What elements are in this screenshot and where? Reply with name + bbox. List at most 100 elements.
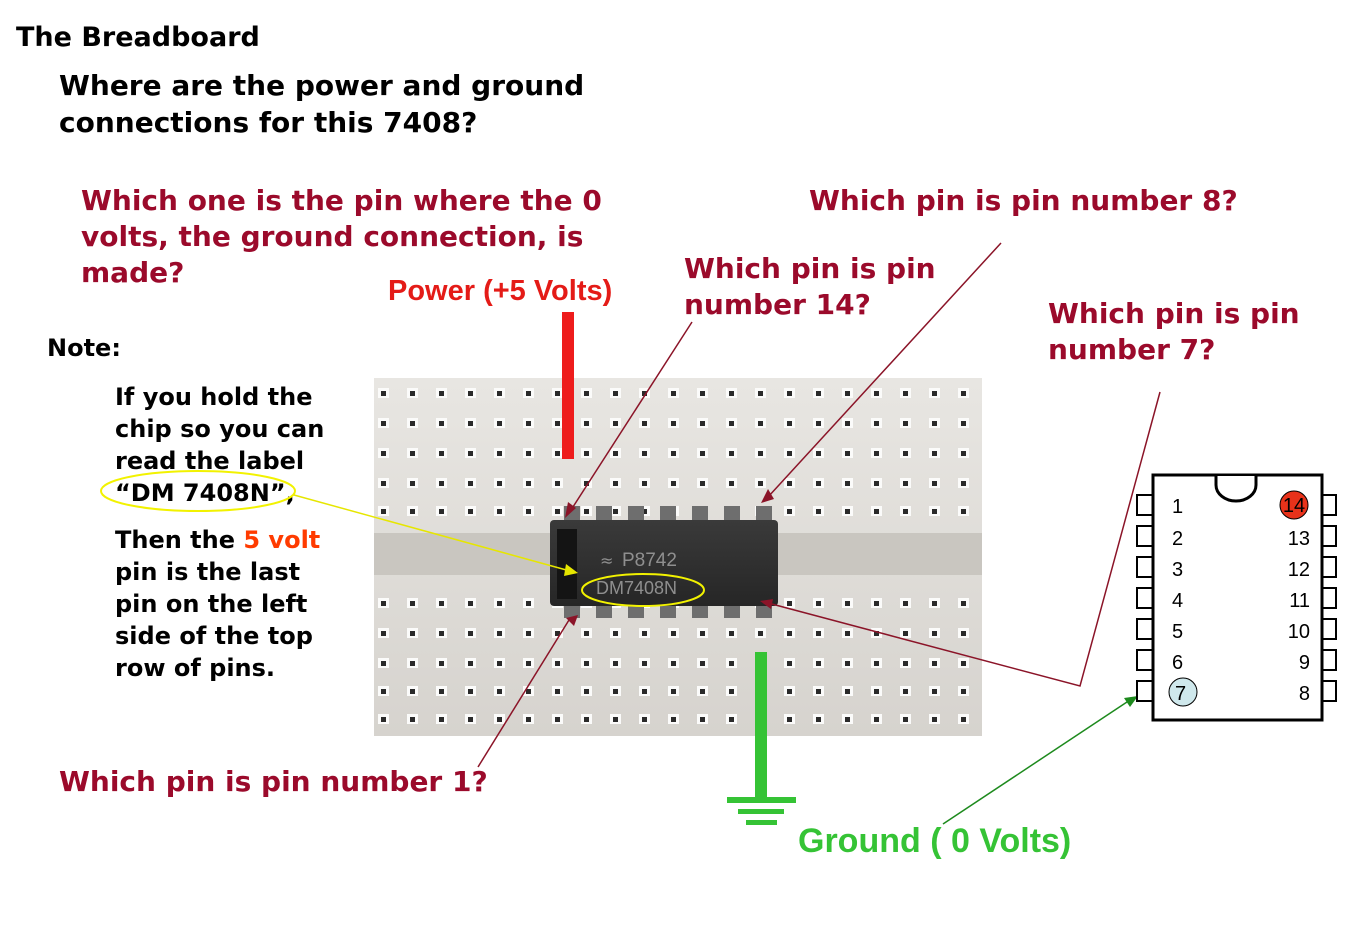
breadboard-hole-socket bbox=[671, 661, 676, 666]
pinout-pin bbox=[1322, 619, 1336, 639]
breadboard-hole-socket bbox=[758, 481, 763, 486]
breadboard-hole-socket bbox=[932, 661, 937, 666]
breadboard-hole-socket bbox=[961, 391, 966, 396]
pin-number-left: 4 bbox=[1172, 590, 1183, 612]
breadboard-hole-socket bbox=[381, 451, 386, 456]
pinout-pin bbox=[1322, 495, 1336, 515]
breadboard-hole-socket bbox=[758, 421, 763, 426]
breadboard-hole-socket bbox=[903, 717, 908, 722]
breadboard-hole-socket bbox=[555, 717, 560, 722]
chip-date-code: P8742 bbox=[622, 550, 677, 571]
chip-pin bbox=[724, 604, 740, 618]
breadboard-hole-socket bbox=[932, 391, 937, 396]
breadboard-hole-socket bbox=[845, 661, 850, 666]
breadboard-hole-socket bbox=[903, 661, 908, 666]
breadboard-hole-socket bbox=[961, 509, 966, 514]
breadboard-hole-socket bbox=[961, 421, 966, 426]
breadboard-hole-socket bbox=[439, 689, 444, 694]
breadboard-hole-socket bbox=[961, 481, 966, 486]
breadboard-hole-socket bbox=[932, 689, 937, 694]
breadboard-hole-socket bbox=[497, 421, 502, 426]
chip-part-number: DM7408N bbox=[596, 578, 677, 598]
breadboard-hole-socket bbox=[845, 481, 850, 486]
breadboard-hole-socket bbox=[874, 451, 879, 456]
breadboard-hole-socket bbox=[468, 481, 473, 486]
breadboard-hole-socket bbox=[932, 451, 937, 456]
breadboard-hole-socket bbox=[874, 421, 879, 426]
breadboard-hole-socket bbox=[410, 717, 415, 722]
breadboard-hole-socket bbox=[787, 689, 792, 694]
pin-number-left: 7 bbox=[1175, 683, 1186, 705]
pinout-pin bbox=[1322, 526, 1336, 546]
breadboard-hole-socket bbox=[526, 717, 531, 722]
chip-pin bbox=[756, 506, 772, 522]
breadboard-hole-socket bbox=[932, 509, 937, 514]
breadboard-hole-socket bbox=[410, 631, 415, 636]
breadboard-hole-socket bbox=[381, 661, 386, 666]
breadboard-hole-socket bbox=[816, 391, 821, 396]
breadboard-hole-socket bbox=[874, 661, 879, 666]
breadboard-hole-socket bbox=[439, 509, 444, 514]
breadboard-hole-socket bbox=[932, 481, 937, 486]
breadboard-hole-socket bbox=[903, 421, 908, 426]
breadboard-hole-socket bbox=[874, 601, 879, 606]
breadboard-hole-socket bbox=[729, 631, 734, 636]
ground-symbol-icon bbox=[727, 797, 796, 825]
breadboard-hole-socket bbox=[381, 601, 386, 606]
breadboard-hole-socket bbox=[816, 689, 821, 694]
breadboard-hole-socket bbox=[787, 717, 792, 722]
ground-pointer-arrowhead bbox=[1124, 696, 1138, 707]
breadboard-hole-socket bbox=[700, 631, 705, 636]
breadboard-hole-socket bbox=[555, 509, 560, 514]
pinout-pin bbox=[1322, 557, 1336, 577]
breadboard-hole-socket bbox=[787, 451, 792, 456]
breadboard-hole-socket bbox=[468, 631, 473, 636]
breadboard-hole-socket bbox=[671, 481, 676, 486]
breadboard-hole-socket bbox=[526, 451, 531, 456]
breadboard-hole-socket bbox=[410, 481, 415, 486]
breadboard-hole-socket bbox=[845, 631, 850, 636]
pinout-pin bbox=[1322, 588, 1336, 608]
breadboard-hole-socket bbox=[497, 451, 502, 456]
breadboard-hole-socket bbox=[961, 631, 966, 636]
breadboard-hole-socket bbox=[468, 717, 473, 722]
chip-pin bbox=[628, 506, 644, 522]
pin-number-right: 14 bbox=[1283, 495, 1305, 517]
breadboard-hole-socket bbox=[613, 481, 618, 486]
breadboard-hole-socket bbox=[845, 509, 850, 514]
chip-pin bbox=[596, 506, 612, 522]
breadboard-hole-socket bbox=[671, 421, 676, 426]
breadboard-hole-socket bbox=[613, 661, 618, 666]
breadboard-hole-socket bbox=[758, 391, 763, 396]
breadboard-hole-socket bbox=[758, 451, 763, 456]
breadboard-hole-socket bbox=[497, 661, 502, 666]
breadboard-hole-socket bbox=[555, 661, 560, 666]
breadboard-hole-socket bbox=[410, 391, 415, 396]
breadboard-hole-socket bbox=[787, 481, 792, 486]
breadboard-hole-socket bbox=[642, 451, 647, 456]
pin-number-right: 12 bbox=[1288, 559, 1310, 581]
breadboard-hole-socket bbox=[584, 421, 589, 426]
breadboard-hole-socket bbox=[497, 631, 502, 636]
breadboard-hole-socket bbox=[584, 689, 589, 694]
breadboard-hole-socket bbox=[845, 689, 850, 694]
pin-number-right: 9 bbox=[1299, 652, 1310, 674]
breadboard-hole-socket bbox=[787, 601, 792, 606]
breadboard-hole-socket bbox=[729, 451, 734, 456]
pin-number-left: 5 bbox=[1172, 621, 1183, 643]
pinout-pin bbox=[1137, 681, 1153, 701]
breadboard-hole-socket bbox=[613, 689, 618, 694]
breadboard-hole-socket bbox=[874, 689, 879, 694]
breadboard-hole-socket bbox=[729, 391, 734, 396]
breadboard-hole-socket bbox=[874, 717, 879, 722]
breadboard-hole-socket bbox=[729, 689, 734, 694]
breadboard-hole-socket bbox=[555, 421, 560, 426]
breadboard-hole-socket bbox=[613, 451, 618, 456]
breadboard-hole-socket bbox=[497, 509, 502, 514]
breadboard-hole-socket bbox=[816, 481, 821, 486]
breadboard-hole-socket bbox=[961, 689, 966, 694]
breadboard-hole-socket bbox=[700, 481, 705, 486]
pinout-pin bbox=[1322, 681, 1336, 701]
breadboard-hole-socket bbox=[381, 509, 386, 514]
pinout-diagram: 1 2 3 4 5 6 7 14 13 12 11 10 9 8 bbox=[1137, 475, 1336, 720]
